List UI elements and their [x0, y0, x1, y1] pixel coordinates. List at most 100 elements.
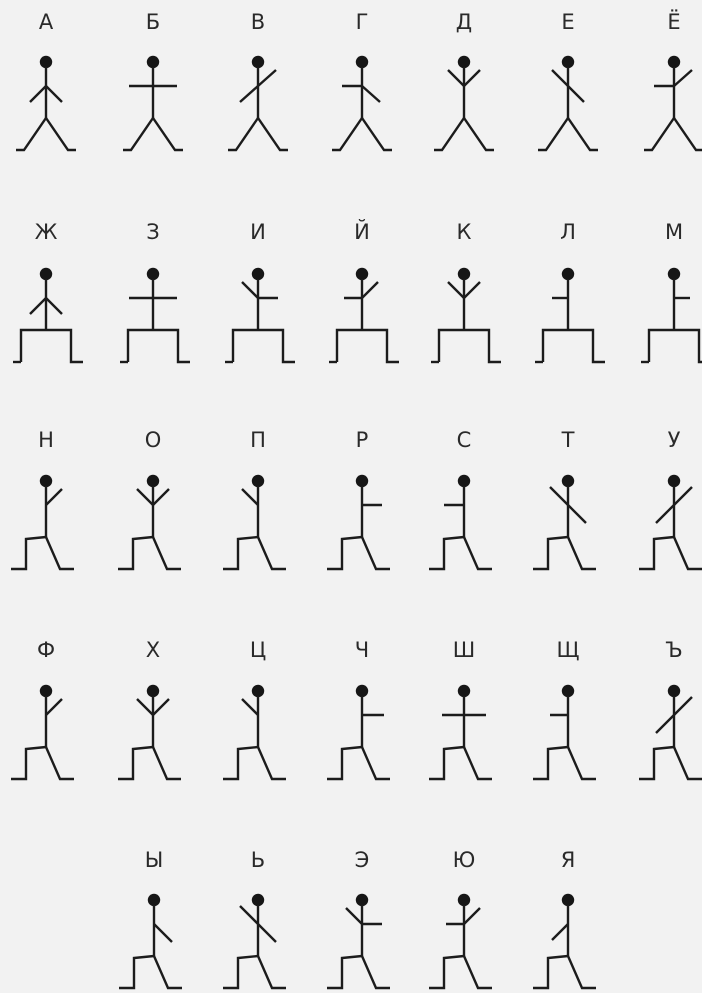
letter-label: Л [560, 220, 576, 244]
legs [538, 118, 598, 150]
back-leg [327, 537, 362, 569]
letter-figure: З [120, 220, 190, 362]
head [458, 475, 470, 487]
letter-figure: Ф [11, 638, 74, 779]
right-arm [568, 86, 584, 102]
left-arm [552, 70, 568, 86]
left-arm [240, 906, 258, 924]
letter-label: Д [456, 10, 472, 34]
left-arm [242, 699, 258, 715]
back-leg [223, 537, 258, 569]
head [147, 685, 159, 697]
letter-figure: М [641, 220, 702, 362]
letter-figure: Х [118, 638, 181, 779]
head [147, 268, 159, 280]
front-leg [464, 956, 492, 988]
right-arm [674, 70, 692, 86]
legs [332, 118, 392, 150]
head [40, 56, 52, 68]
letter-label: Ы [145, 848, 164, 872]
left-arm [552, 924, 568, 940]
legs [543, 330, 605, 362]
front-leg [362, 747, 390, 779]
head [147, 56, 159, 68]
right-arm [153, 699, 169, 715]
head [252, 475, 264, 487]
legs [233, 330, 295, 362]
letter-label: З [146, 220, 159, 244]
back-leg [327, 956, 362, 988]
letter-figure: Т [533, 428, 596, 569]
head [252, 894, 264, 906]
letter-figure: Щ [533, 638, 596, 779]
back-leg [429, 956, 464, 988]
letter-label: У [668, 428, 681, 452]
letter-figure: О [118, 428, 181, 569]
letter-figure: А [16, 10, 76, 150]
letter-label: Х [146, 638, 160, 662]
front-leg [258, 956, 286, 988]
left-arm [448, 70, 464, 86]
back-leg [118, 747, 153, 779]
letter-label: Ш [453, 638, 475, 662]
front-leg [258, 747, 286, 779]
back-leg [429, 747, 464, 779]
left-arm [448, 282, 464, 298]
right-arm [46, 86, 62, 102]
front-leg [568, 956, 596, 988]
letter-figure: И [225, 220, 295, 362]
front-leg [153, 747, 181, 779]
right-arm [46, 298, 62, 314]
head [356, 56, 368, 68]
legs [439, 330, 501, 362]
letter-figure: У [639, 428, 702, 569]
back-leg [533, 537, 568, 569]
letter-figure: Б [123, 10, 183, 150]
head [562, 475, 574, 487]
front-leg [154, 956, 182, 988]
head [356, 268, 368, 280]
left-arm [240, 86, 258, 102]
left-arm [656, 715, 674, 733]
back-leg [639, 537, 674, 569]
right-arm [46, 489, 62, 505]
letter-label: Щ [557, 638, 580, 662]
letter-figure: Ц [223, 638, 286, 779]
letter-label: М [665, 220, 683, 244]
letter-figure: Ж [13, 220, 83, 362]
letter-label: К [457, 220, 472, 244]
letter-label: О [145, 428, 162, 452]
right-arm [362, 86, 380, 102]
head [356, 685, 368, 697]
head [147, 475, 159, 487]
head [668, 268, 680, 280]
right-arm [153, 489, 169, 505]
legs [649, 330, 702, 362]
head [562, 894, 574, 906]
front-leg [464, 537, 492, 569]
front-leg [46, 537, 74, 569]
left-arm [656, 505, 674, 523]
letter-label: Ё [667, 9, 680, 34]
letter-figure: П [223, 428, 286, 569]
legs [337, 330, 399, 362]
letter-figure: Ы [119, 848, 182, 988]
letter-label: Т [561, 428, 575, 452]
right-arm [258, 924, 276, 942]
letter-figure: Л [535, 220, 605, 362]
letter-label: Э [355, 848, 370, 872]
legs [16, 118, 76, 150]
right-arm [674, 697, 692, 715]
left-arm [137, 699, 153, 715]
right-arm [568, 505, 586, 523]
letter-label: Я [561, 848, 576, 872]
letter-label: Ь [251, 848, 265, 872]
head [458, 685, 470, 697]
left-arm [30, 86, 46, 102]
back-leg [119, 956, 154, 988]
letter-figure: Я [533, 848, 596, 988]
letter-label: Й [354, 219, 370, 244]
left-arm [137, 489, 153, 505]
head [252, 685, 264, 697]
